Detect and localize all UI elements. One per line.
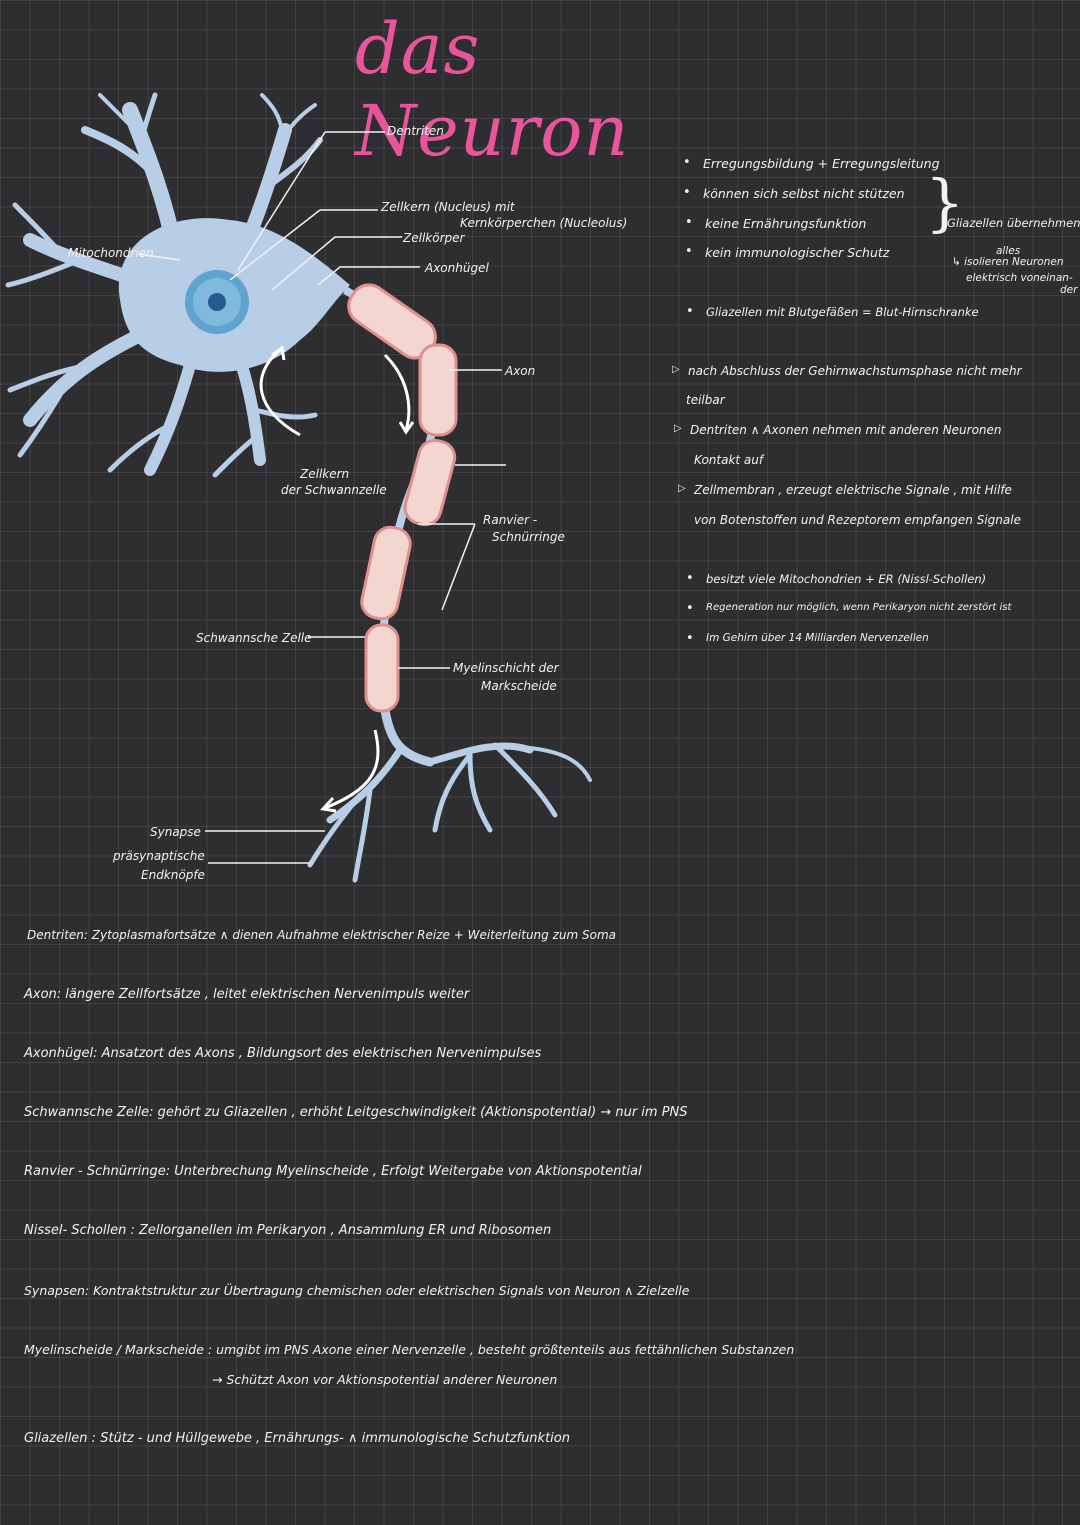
- note-arrow-item: Dentriten ∧ Axonen nehmen mit anderen Ne…: [674, 423, 1002, 437]
- definition-line: Synapsen: Kontraktstruktur zur Übertragu…: [24, 1283, 690, 1298]
- note-bullet: Regeneration nur möglich, wenn Perikaryo…: [686, 601, 1011, 616]
- definition-line: Dentriten: Zytoplasmafortsätze ∧ dienen …: [27, 928, 617, 942]
- note-arrow-item: nach Abschluss der Gehirnwachstumsphase …: [672, 364, 1022, 378]
- brace-note: alles: [996, 245, 1021, 257]
- brace-note: der: [1060, 284, 1078, 296]
- definition-line: → Schützt Axon vor Aktionspotential ande…: [212, 1372, 558, 1387]
- label-ranvier-1: Ranvier -: [483, 513, 538, 527]
- page-title: das Neuron: [355, 8, 630, 172]
- definition-line: Ranvier - Schnürringe: Unterbrechung Mye…: [24, 1164, 642, 1179]
- definition-line: Nissel- Schollen : Zellorganellen im Per…: [24, 1223, 552, 1238]
- label-kernkoerperchen: Kernkörperchen (Nucleolus): [460, 216, 628, 230]
- label-endknoepfe-1: präsynaptische: [113, 849, 205, 863]
- definition-line: Myelinscheide / Markscheide : umgibt im …: [24, 1342, 795, 1357]
- label-myelin-1: Myelinschicht der: [453, 661, 559, 675]
- note-continuation: von Botenstoffen und Rezeptorem empfange…: [694, 513, 1021, 527]
- label-synapse: Synapse: [150, 825, 201, 839]
- note-bullet: kein immunologischer Schutz: [685, 244, 889, 260]
- label-endknoepfe-2: Endknöpfe: [141, 868, 205, 882]
- note-bullet: keine Ernährungsfunktion: [685, 215, 866, 231]
- note-bullet: können sich selbst nicht stützen: [683, 185, 905, 201]
- label-mitochondrien: Mitochondrien: [68, 246, 154, 260]
- label-zellkern: Zellkern (Nucleus) mit: [381, 200, 515, 214]
- note-bullet: Im Gehirn über 14 Milliarden Nervenzelle…: [686, 631, 929, 646]
- definition-line: Gliazellen : Stütz - und Hüllgewebe , Er…: [24, 1431, 570, 1446]
- label-dendriten: Dentriten: [387, 124, 444, 138]
- label-axon: Axon: [505, 364, 536, 378]
- label-axonhuegel: Axonhügel: [425, 261, 489, 275]
- note-arrow-item: Zellmembran , erzeugt elektrische Signal…: [678, 483, 1012, 497]
- curly-brace-icon: }: [925, 166, 965, 239]
- label-zellkoerper: Zellkörper: [403, 231, 465, 245]
- brace-note: Gliazellen übernehmen: [947, 216, 1080, 230]
- label-zellkern-schwann-1: Zellkern: [300, 467, 350, 481]
- brace-note: elektrisch voneinan-: [966, 272, 1073, 284]
- label-ranvier-2: Schnürringe: [492, 530, 565, 544]
- neuron-illustration: [5, 92, 592, 883]
- definition-line: Axonhügel: Ansatzort des Axons , Bildung…: [24, 1046, 542, 1061]
- note-bullet: Gliazellen mit Blutgefäßen = Blut-Hirnsc…: [686, 304, 979, 319]
- note-bullet: besitzt viele Mitochondrien + ER (Nissl-…: [686, 571, 986, 586]
- label-schwannsche-zelle: Schwannsche Zelle: [196, 631, 312, 645]
- note-continuation: teilbar: [686, 393, 725, 407]
- definition-line: Schwannsche Zelle: gehört zu Gliazellen …: [24, 1105, 688, 1120]
- definition-line: Axon: längere Zellfortsätze , leitet ele…: [24, 987, 470, 1002]
- label-zellkern-schwann-2: der Schwannzelle: [281, 483, 387, 497]
- label-myelin-2: Markscheide: [481, 679, 557, 693]
- note-bullet: Erregungsbildung + Erregungsleitung: [683, 155, 939, 171]
- note-continuation: Kontakt auf: [694, 453, 764, 467]
- brace-note: ↳ isolieren Neuronen: [952, 256, 1064, 268]
